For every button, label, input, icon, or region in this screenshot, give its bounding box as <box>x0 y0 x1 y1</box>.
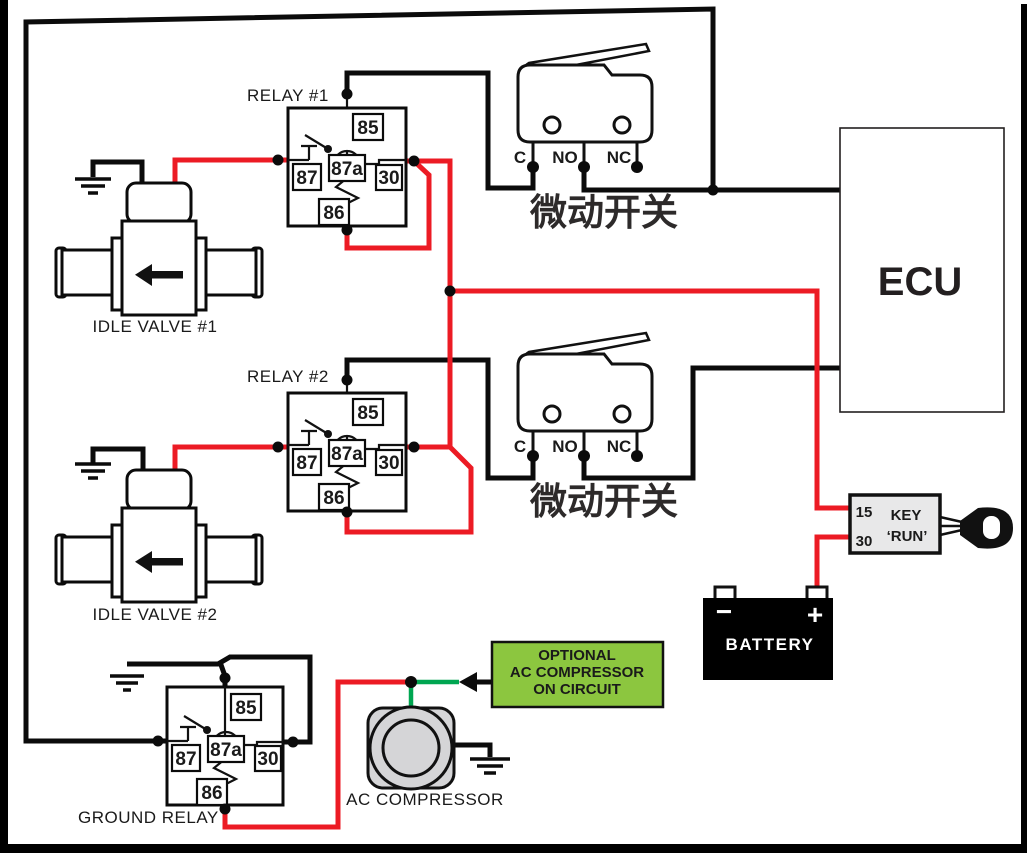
optional-ac-circuit-box: OPTIONAL AC COMPRESSOR ON CIRCUIT <box>490 640 665 709</box>
relay2-pin-87a: 87a <box>331 444 363 465</box>
wire-ground-bus <box>23 6 716 744</box>
ms1-label: 微动开关 <box>529 191 678 234</box>
wire-relay1-coil-feed <box>344 159 432 251</box>
ground-relay-pin-87: 87 <box>175 749 196 770</box>
key-pin-15: 15 <box>856 504 873 521</box>
ground-relay-label: GROUND RELAY <box>78 808 219 827</box>
relay1-label: RELAY #1 <box>247 86 329 105</box>
ms1-terminal-c: C <box>514 148 526 167</box>
microswitch-1: C NO NC 微动开关 <box>514 42 678 234</box>
ms2-terminal-nc: NC <box>607 437 632 456</box>
switch-body <box>516 352 654 433</box>
ac-compressor <box>366 705 456 791</box>
idle-valve-1 <box>54 181 264 317</box>
ms2-label: 微动开关 <box>529 480 678 523</box>
wire-ms2-no-to-ecu <box>581 365 840 481</box>
key-pin-30: 30 <box>856 533 873 550</box>
wire-iv1-ground <box>90 159 145 184</box>
optional-box-line3: ON CIRCUIT <box>533 681 621 698</box>
wire-ms2-c-to-relay2-85 <box>344 357 536 481</box>
key-icon <box>939 507 1013 549</box>
ground-relay-pin-85: 85 <box>235 698 257 719</box>
wire-ground-relay-link <box>127 654 313 745</box>
wire-relay2-coil-feed <box>344 445 474 535</box>
relay-2: 85 87 87a 30 86 <box>286 380 408 516</box>
optional-box-line1: OPTIONAL <box>538 647 616 664</box>
wire-relay2-87-to-iv2 <box>172 444 288 470</box>
key-mode-label: ‘RUN’ <box>887 528 928 545</box>
junction-dots <box>152 88 719 815</box>
idle-valve2-label: IDLE VALVE #2 <box>93 605 218 624</box>
ac-signal-wire <box>408 672 492 708</box>
relay2-pin-30: 30 <box>378 453 399 474</box>
wire-battery-to-key-30 <box>814 534 850 598</box>
ground-relay-pin-87a: 87a <box>210 740 242 761</box>
ms2-terminal-no: NO <box>552 437 578 456</box>
wire-power-bus-vertical <box>406 158 453 450</box>
ground-symbol-ground-relay <box>110 674 144 692</box>
battery-label: BATTERY <box>726 635 815 654</box>
ground-symbol-ac <box>470 757 510 775</box>
relay2-pin-87: 87 <box>296 453 317 474</box>
flow-arrow-icon <box>135 551 183 573</box>
ac-compressor-label: AC COMPRESSOR <box>346 790 504 809</box>
ground-and-signal-wires <box>23 6 840 757</box>
microswitch-2: C NO NC 微动开关 <box>514 331 678 523</box>
idle-valve1-label: IDLE VALVE #1 <box>93 317 218 336</box>
relay2-label: RELAY #2 <box>247 367 329 386</box>
power-wires <box>172 157 850 830</box>
optional-box-line2: AC COMPRESSOR <box>510 664 644 681</box>
relay2-pin-86: 86 <box>323 488 344 509</box>
battery-plus-sign: + <box>807 599 823 630</box>
wire-relay1-87-to-iv1 <box>172 157 288 184</box>
flow-arrow-icon <box>135 264 183 286</box>
battery: − + BATTERY <box>703 585 833 680</box>
ground-relay: 85 87 87a 30 86 <box>165 685 285 809</box>
ms1-terminal-nc: NC <box>607 148 632 167</box>
relay1-pin-30: 30 <box>378 168 399 189</box>
ms1-terminal-no: NO <box>552 148 578 167</box>
ground-relay-pin-30: 30 <box>257 749 278 770</box>
switch-body <box>516 63 654 144</box>
ecu: ECU <box>839 127 1005 413</box>
key-switch: 15 30 KEY ‘RUN’ <box>848 493 1013 555</box>
wire-ms1-c-to-relay1-85 <box>344 70 536 191</box>
idle-valve-2 <box>54 468 264 604</box>
wire-iv2-ground <box>90 446 146 471</box>
arrow-head-icon <box>459 672 477 692</box>
relay1-pin-87a: 87a <box>331 159 363 180</box>
wire-ac-ground <box>454 742 493 757</box>
ground-relay-pin-86: 86 <box>201 783 222 804</box>
ecu-label: ECU <box>878 260 962 304</box>
battery-minus-sign: − <box>716 596 732 627</box>
relay1-pin-86: 86 <box>323 203 344 224</box>
relay1-pin-87: 87 <box>296 168 317 189</box>
ground-symbol-iv1 <box>75 177 111 195</box>
wire-ground-relay-coil-to-ac <box>222 679 411 830</box>
relay2-pin-85: 85 <box>357 403 379 424</box>
relay-1: 85 87 87a 30 86 <box>286 94 408 231</box>
ms2-terminal-c: C <box>514 437 526 456</box>
wire-bus-to-key-15 <box>450 288 850 511</box>
ground-symbol-iv2 <box>75 462 111 480</box>
key-label: KEY <box>891 507 922 524</box>
wire-ms1-no-to-ecu <box>581 167 840 193</box>
relay1-pin-85: 85 <box>357 118 379 139</box>
